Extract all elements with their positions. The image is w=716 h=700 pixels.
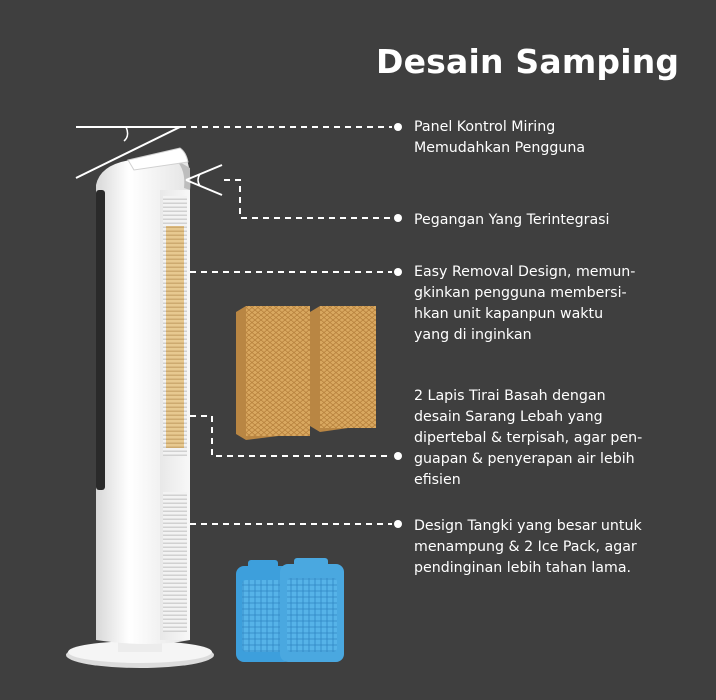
page-title: Desain Samping [376, 42, 680, 81]
leader-dots [394, 123, 402, 528]
leader-lines [180, 126, 392, 525]
ice-pack-left [236, 560, 292, 662]
honeycomb-pads [236, 306, 376, 440]
handle-angle-marker [185, 164, 223, 196]
ice-packs [236, 558, 344, 662]
fan-tower [96, 147, 191, 644]
feature-honeycomb-curtain: 2 Lapis Tirai Basah dengan desain Sarang… [414, 388, 643, 488]
feature-water-tank: Design Tangki yang besar untuk menampung… [414, 518, 642, 576]
honeycomb-pad-front [310, 306, 376, 432]
feature-tilted-control-panel: Panel Kontrol Miring Memudahkan Pengguna [414, 119, 586, 156]
honeycomb-pad-back [236, 306, 310, 440]
feature-integrated-handle: Pegangan Yang Terintegrasi [414, 212, 610, 228]
feature-easy-removal: Easy Removal Design, memun- gkinkan peng… [414, 264, 636, 343]
tilt-angle-marker [75, 126, 181, 179]
ice-pack-right [280, 558, 344, 662]
